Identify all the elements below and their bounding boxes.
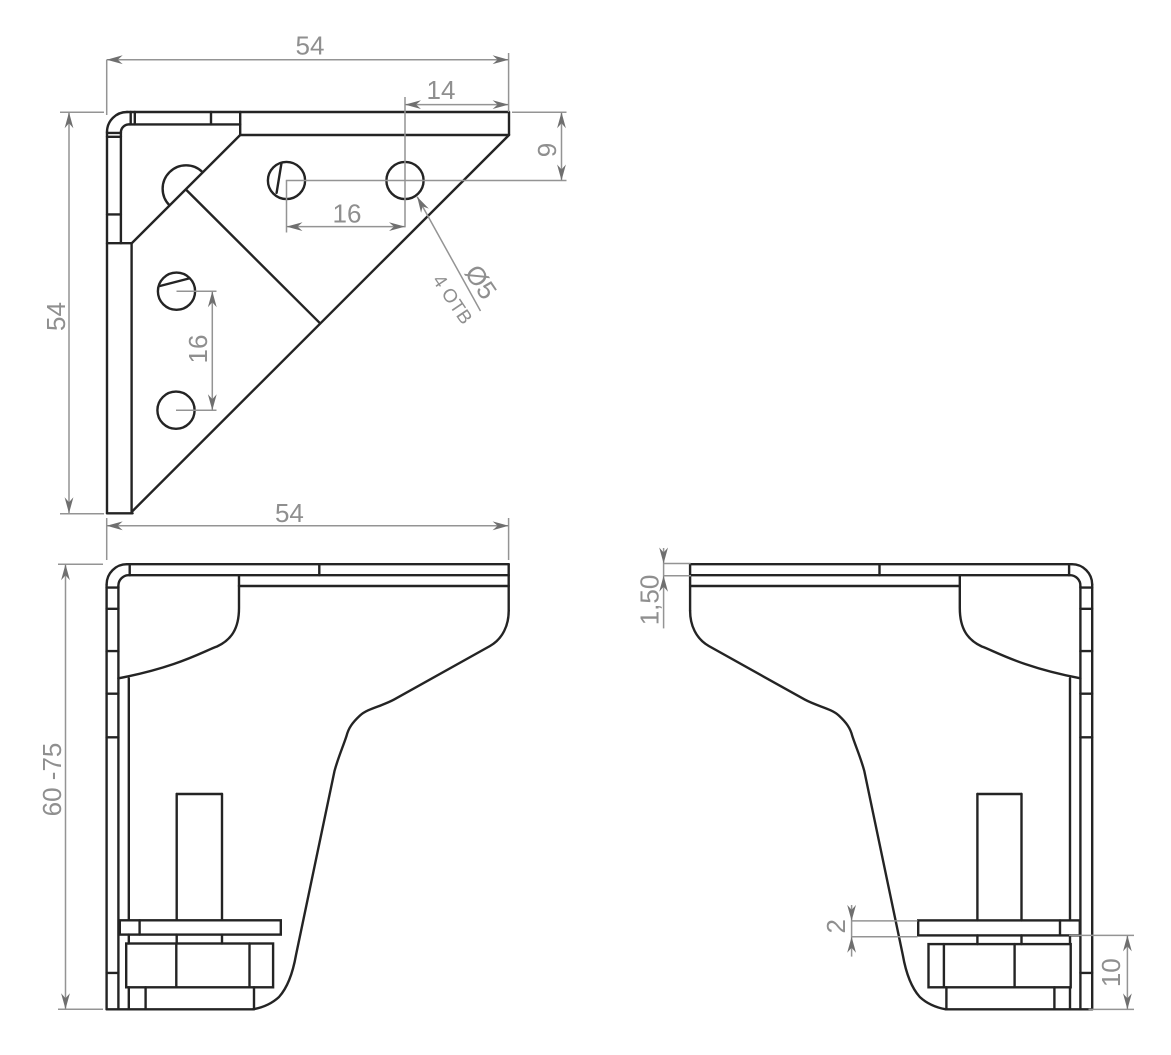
svg-text:54: 54 [41,302,71,331]
svg-text:Ø5: Ø5 [459,259,503,305]
svg-text:54: 54 [296,31,325,61]
svg-text:54: 54 [275,498,304,528]
svg-text:14: 14 [427,75,456,105]
svg-text:9: 9 [532,143,562,157]
svg-text:16: 16 [183,335,213,364]
svg-text:16: 16 [333,199,362,229]
svg-text:1,50: 1,50 [635,575,665,626]
svg-text:2: 2 [821,919,851,933]
svg-text:60 -75: 60 -75 [37,743,67,817]
svg-text:10: 10 [1096,958,1126,987]
